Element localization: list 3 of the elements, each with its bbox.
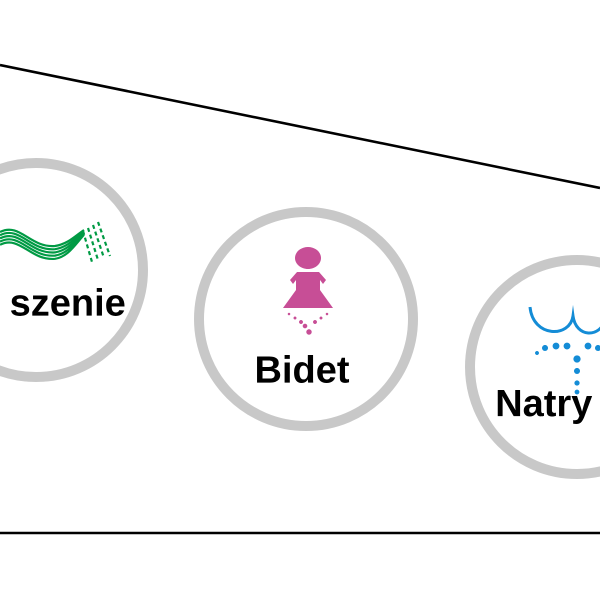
circle-badge: Bidet [194, 207, 418, 431]
circle-badge: szenie [0, 158, 148, 382]
circle-badge: Natry [465, 255, 600, 479]
